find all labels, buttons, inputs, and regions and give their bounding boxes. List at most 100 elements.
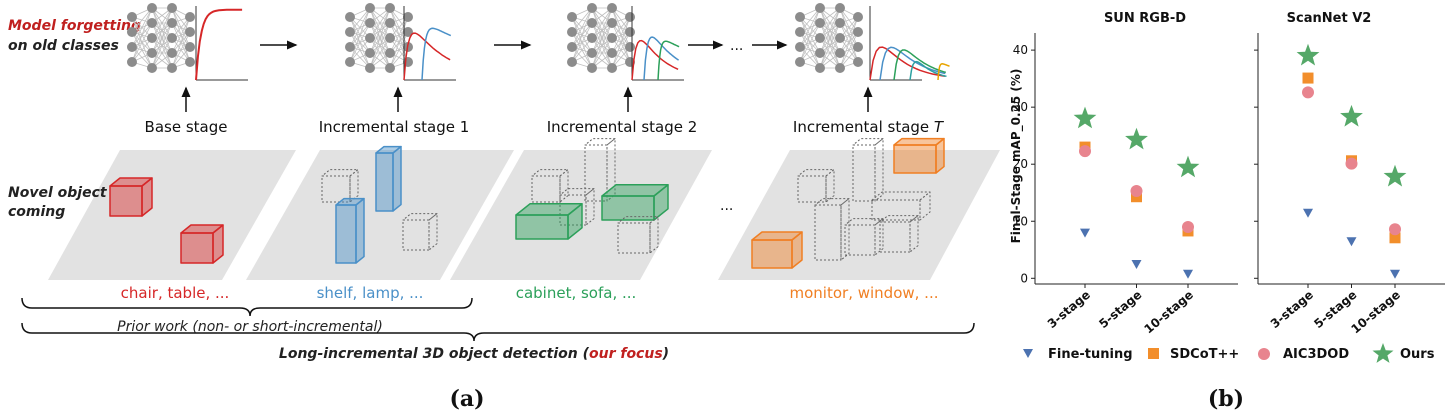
neural-network-icon <box>127 3 195 73</box>
box-face-front <box>321 175 351 203</box>
nn-edge <box>819 7 841 39</box>
curve-red <box>631 39 679 81</box>
legend-label-sdcot: SDCoT++ <box>1170 347 1239 362</box>
nn-node <box>607 33 617 43</box>
nn-node <box>835 48 845 58</box>
legend: Fine-tuning SDCoT++ AIC3DOD Ours <box>1023 343 1435 363</box>
point-sdcot- <box>1302 72 1314 84</box>
x-tick-label: 10-stage <box>1141 288 1195 337</box>
nn-node <box>385 48 395 58</box>
nn-edge <box>799 7 821 33</box>
nn-edge <box>571 7 593 33</box>
box-face-front <box>871 199 921 221</box>
point-fine-tuning <box>1131 260 1142 270</box>
forgetting-label-line1: Model forgetting <box>8 18 141 34</box>
nn-edge <box>131 37 153 63</box>
nn-edge <box>839 16 859 69</box>
nn-edge <box>571 37 593 63</box>
nn-node <box>625 27 635 37</box>
box-face-side <box>355 197 365 264</box>
y-tick-label: 0 <box>1020 271 1028 285</box>
nn-node <box>625 12 635 22</box>
point-aic3dod <box>1389 223 1401 236</box>
nn-node <box>185 57 195 67</box>
nn-edge <box>571 7 593 63</box>
nn-node <box>587 18 597 28</box>
point-fine-tuning <box>1346 237 1357 247</box>
nn-node <box>625 42 635 52</box>
nn-node <box>365 48 375 58</box>
nn-edge <box>349 7 371 48</box>
point-fine-tuning <box>1183 269 1193 279</box>
box-old-12 <box>879 215 919 253</box>
nn-node <box>567 27 577 37</box>
box-old-9 <box>814 198 850 261</box>
nn-node <box>853 57 863 67</box>
nn-node <box>385 18 395 28</box>
nn-edge <box>799 7 821 63</box>
point-fine-tuning <box>1390 269 1400 279</box>
nn-node <box>853 27 863 37</box>
nn-node <box>365 18 375 28</box>
box-old-8 <box>852 138 884 202</box>
box-face-front <box>515 214 569 240</box>
legend-marker-sdcot <box>1148 348 1159 359</box>
point-ours <box>1176 155 1200 178</box>
nn-edge <box>171 31 191 69</box>
nn-edge <box>151 22 173 69</box>
nn-node <box>587 3 597 13</box>
nn-node <box>147 18 157 28</box>
stage-label-2: Incremental stage 2 <box>547 118 698 136</box>
neural-network-icon <box>345 3 413 73</box>
stage-label-T: Incremental stage T <box>793 118 945 136</box>
nn-node <box>835 3 845 13</box>
box-face-side <box>392 145 402 212</box>
mini-plot <box>403 6 456 81</box>
nn-edge <box>151 7 173 39</box>
nn-node <box>345 57 355 67</box>
box-face-top <box>321 169 359 177</box>
class-label-2: cabinet, sofa, ... <box>516 284 637 302</box>
nn-edge <box>819 37 841 69</box>
box-old-11 <box>871 191 931 221</box>
box-face-side <box>840 198 850 261</box>
box-shelf <box>375 145 402 212</box>
nn-node <box>607 63 617 73</box>
nn-edge <box>349 7 371 33</box>
nn-edge <box>591 7 613 54</box>
point-ours <box>1073 106 1097 129</box>
caption-b: (b) <box>1208 386 1244 412</box>
nn-node <box>835 33 845 43</box>
box-face-side <box>559 169 569 203</box>
mini-plot <box>869 6 950 81</box>
mini-plot <box>195 6 248 81</box>
nn-node <box>587 48 597 58</box>
stage-label-base: Base stage <box>145 118 228 136</box>
nn-node <box>795 42 805 52</box>
box-old-6 <box>617 216 659 254</box>
nn-node <box>815 63 825 73</box>
nn-edge <box>591 7 613 39</box>
box-face-front <box>797 175 827 203</box>
nn-node <box>607 18 617 28</box>
nn-edge <box>591 7 613 69</box>
nn-node <box>815 33 825 43</box>
nn-node <box>167 48 177 58</box>
nn-node <box>185 42 195 52</box>
floor-plane-0 <box>48 150 296 280</box>
nn-node <box>815 48 825 58</box>
nn-node <box>345 27 355 37</box>
nn-node <box>403 12 413 22</box>
nn-node <box>345 12 355 22</box>
brace-long-incremental <box>21 322 975 342</box>
x-tick-label: 5-stage <box>1096 288 1144 332</box>
box-face-top <box>797 169 835 177</box>
point-aic3dod <box>1079 145 1091 158</box>
box-old-10 <box>844 218 884 256</box>
nn-edge <box>819 7 841 69</box>
y-axis-label: Final-Stage mAP_0.25 (%) <box>1009 69 1024 244</box>
box-face-front <box>601 195 655 221</box>
panel-b: Final-Stage mAP_0.25 (%) SUN RGB-D ScanN… <box>1009 11 1445 412</box>
